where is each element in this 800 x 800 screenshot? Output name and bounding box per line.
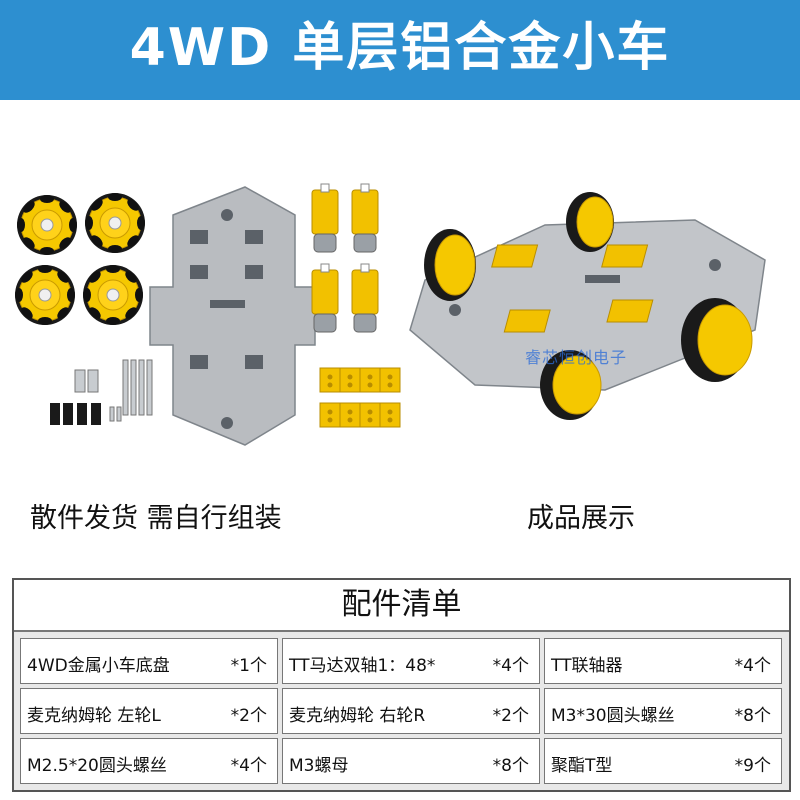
part-cell: 麦克纳姆轮 左轮L *2个 [20,688,278,734]
part-name: M3螺母 [289,756,349,776]
part-cell: M3螺母 *8个 [282,738,540,784]
part-qty: *4个 [734,656,771,676]
part-qty: *2个 [492,706,529,726]
kit-parts-image [14,183,401,446]
part-name: M2.5*20圆头螺丝 [27,756,167,776]
part-cell: TT联轴器 *4个 [544,638,782,684]
part-qty: *8个 [492,756,529,776]
part-cell: TT马达双轴1：48* *4个 [282,638,540,684]
parts-list-title: 配件清单 [14,580,789,632]
part-qty: *4个 [492,656,529,676]
part-qty: *8个 [734,706,771,726]
part-qty: *1个 [230,656,267,676]
watermark-text: 睿芯恒创电子 [525,348,628,367]
parts-list-table: 配件清单 4WD金属小车底盘 *1个 TT马达双轴1：48* *4个 TT联轴器… [12,578,791,792]
part-cell: 聚酯T型 *9个 [544,738,782,784]
assembled-car-image [409,192,766,420]
part-cell: M2.5*20圆头螺丝 *4个 [20,738,278,784]
part-name: 聚酯T型 [551,756,613,776]
part-name: 麦克纳姆轮 左轮L [27,706,161,726]
part-name: M3*30圆头螺丝 [551,706,675,726]
title-banner: 4WD 单层铝合金小车 [0,0,800,100]
part-cell: M3*30圆头螺丝 *8个 [544,688,782,734]
part-qty: *9个 [734,756,771,776]
part-name: TT联轴器 [551,656,623,676]
part-cell: 4WD金属小车底盘 *1个 [20,638,278,684]
part-cell: 麦克纳姆轮 右轮R *2个 [282,688,540,734]
part-name: TT马达双轴1：48* [289,656,436,676]
page-title: 4WD 单层铝合金小车 [129,18,671,78]
part-name: 4WD金属小车底盘 [27,656,170,676]
part-name: 麦克纳姆轮 右轮R [289,706,426,726]
caption-kit: 散件发货 需自行组装 [30,503,282,534]
caption-assembled: 成品展示 [527,503,635,534]
part-qty: *2个 [230,706,267,726]
part-qty: *4个 [230,756,267,776]
